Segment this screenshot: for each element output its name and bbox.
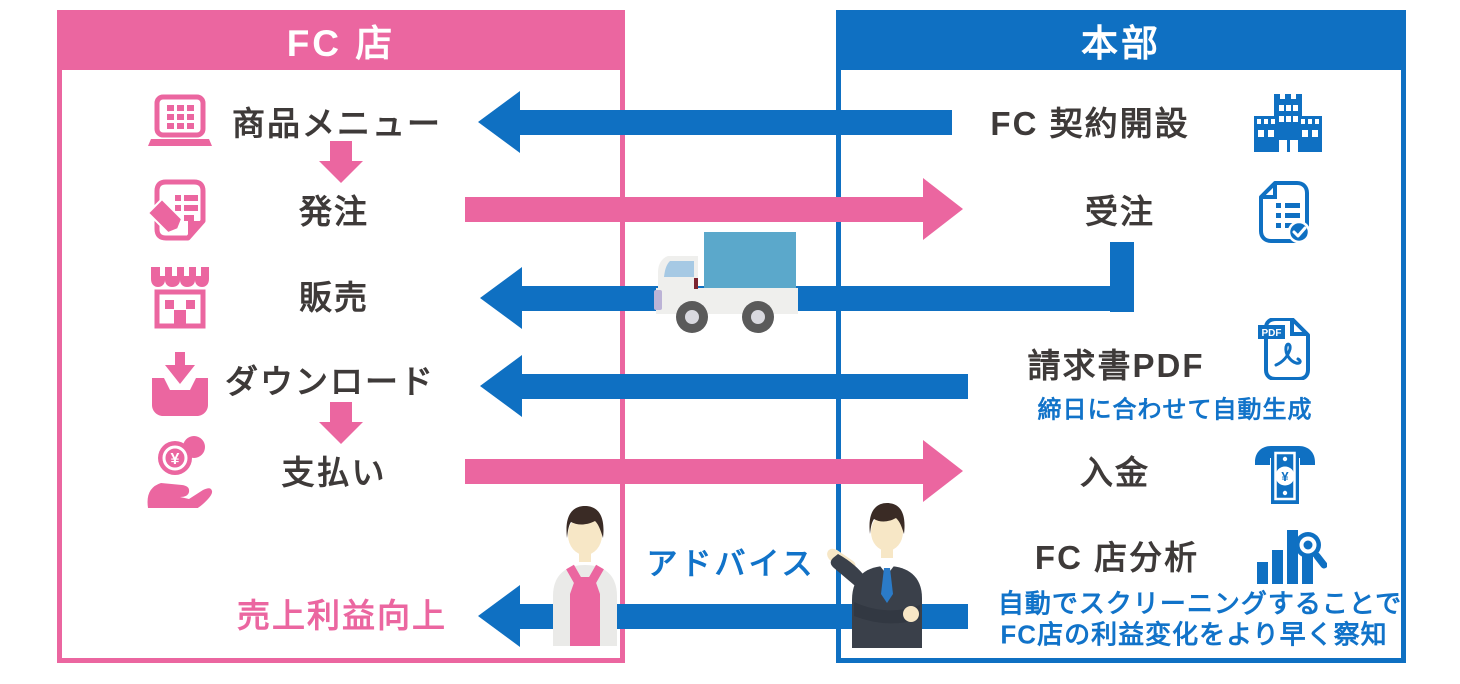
chart-magnifier-icon: [1257, 530, 1327, 584]
svg-text:PDF: PDF: [1262, 328, 1282, 339]
svg-text:¥: ¥: [1281, 469, 1289, 484]
arrow-head-contract: [478, 91, 520, 153]
arrow-contract-to-menu: [515, 110, 952, 135]
note-invoice-auto: 締日に合わせて自動生成: [1037, 396, 1313, 424]
down-arrow-download-to-pay-icon: [319, 422, 363, 444]
label-order-received: 受注: [1085, 193, 1155, 230]
label-download: ダウンロード: [225, 363, 435, 400]
headquarters-panel-title: 本部: [836, 10, 1406, 70]
pdf-file-icon: PDF: [1258, 318, 1310, 380]
arrow-order-to-hq: [465, 197, 923, 222]
arrow-delivery-to-sales: [517, 286, 1134, 311]
down-arrow-menu-to-order-icon: [319, 161, 363, 183]
arrow-head-invoice: [480, 355, 522, 417]
pencil-document-icon: [148, 179, 206, 241]
note-analysis-line1: 自動でスクリーニングすることで: [997, 588, 1403, 619]
svg-text:¥: ¥: [171, 451, 180, 468]
arrow-head-delivery: [480, 267, 522, 329]
note-analysis-line2: FC店の利益変化をより早く察知: [1000, 619, 1388, 650]
label-fc-analysis: FC 店分析: [1034, 539, 1200, 576]
label-deposit: 入金: [1080, 454, 1150, 491]
label-invoice-pdf: 請求書PDF: [1027, 347, 1205, 384]
label-fc-contract: FC 契約開設: [990, 105, 1190, 142]
arrow-head-payment: [923, 440, 963, 502]
storefront-icon: [151, 267, 209, 329]
fc-store-panel-title: FC 店: [57, 10, 625, 70]
headquarters-advisor-person: [827, 503, 922, 648]
cash-deposit-icon: ¥: [1255, 446, 1315, 504]
download-tray-icon: [152, 352, 208, 416]
label-payment: 支払い: [281, 454, 387, 491]
hand-coin-icon: ¥: [147, 436, 213, 508]
document-check-icon: [1259, 181, 1310, 244]
down-arrow-menu-to-order-stem: [330, 141, 352, 162]
label-sales: 販売: [299, 279, 369, 316]
arrow-head-advice: [478, 585, 520, 647]
delivery-truck-icon: [654, 232, 798, 333]
down-arrow-download-to-pay-stem: [330, 402, 352, 423]
shop-staff-person: [553, 506, 617, 646]
label-product-menu: 商品メニュー: [232, 105, 442, 142]
arrow-head-order: [923, 178, 963, 240]
label-profit-up: 売上利益向上: [237, 597, 447, 634]
label-order: 発注: [299, 193, 369, 230]
laptop-grid-icon: [148, 94, 212, 146]
label-advice: アドバイス: [646, 546, 816, 582]
buildings-icon: [1254, 94, 1322, 152]
arrow-invoice-to-download: [517, 374, 968, 399]
arrow-payment-to-deposit: [465, 459, 923, 484]
